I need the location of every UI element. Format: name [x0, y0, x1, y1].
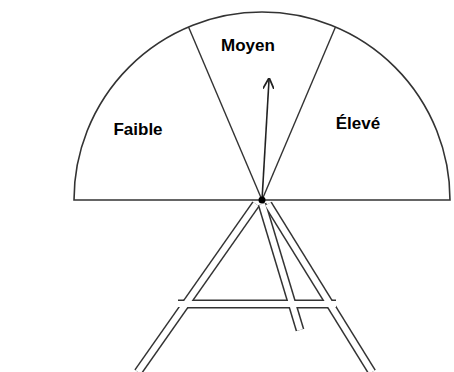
pivot-dot — [259, 197, 266, 204]
sector-label: Moyen — [218, 35, 278, 57]
easel-leg-inner — [262, 204, 300, 330]
sector-label: Élevé — [333, 113, 383, 135]
easel-leg — [178, 300, 336, 309]
easel-leg-inner — [268, 204, 372, 372]
needle-arrow — [262, 80, 269, 200]
easel — [138, 204, 372, 372]
easel-leg — [138, 204, 256, 372]
gauge-dial — [74, 12, 450, 203]
easel-leg-inner — [178, 301, 336, 307]
dial-outline — [74, 12, 450, 200]
easel-leg-inner — [138, 204, 256, 372]
sector-label: Faible — [110, 119, 165, 141]
